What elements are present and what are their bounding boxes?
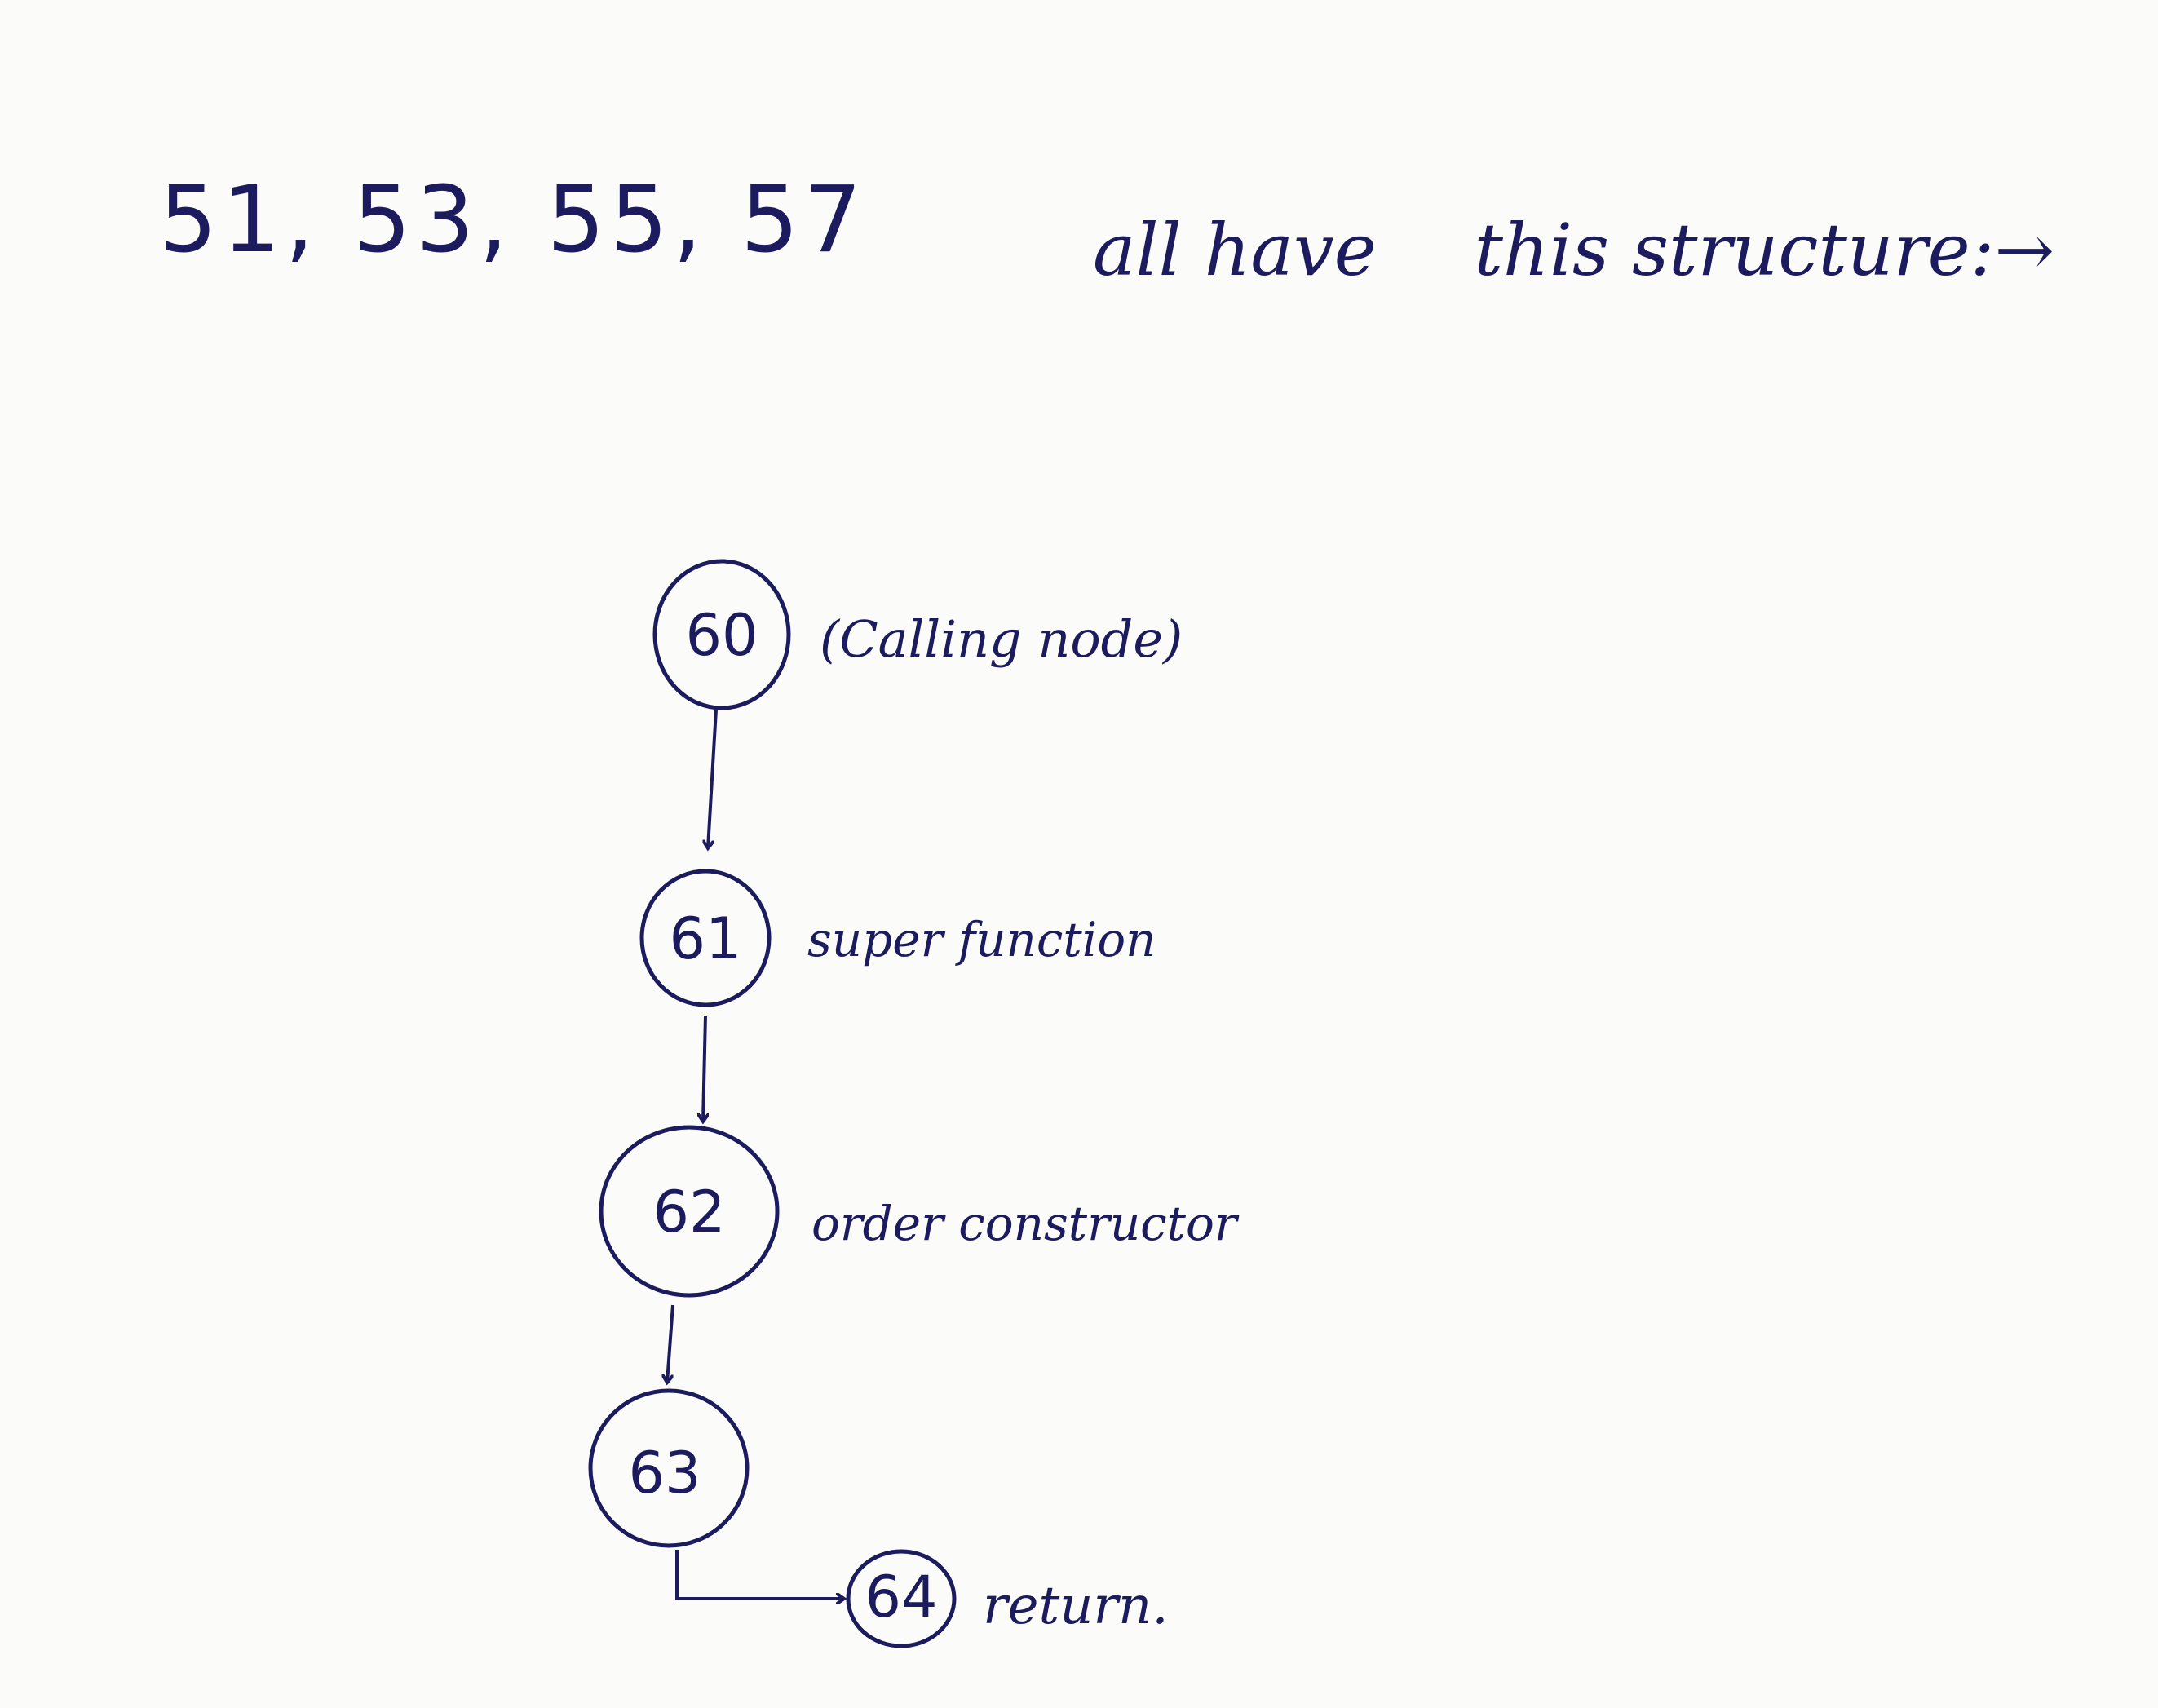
node-62: 62 order constructor: [599, 1125, 1240, 1298]
node-61-circle: [639, 869, 772, 1007]
node-62-annotation: order constructor: [811, 1196, 1240, 1251]
node-64: 64 return.: [846, 1549, 1169, 1648]
edge-60-61: [708, 709, 718, 848]
node-61-label: 61: [669, 905, 741, 972]
node-62-label: 62: [652, 1179, 725, 1246]
edge-63-64: [675, 1550, 844, 1599]
heading-arrow: →: [1994, 208, 2055, 292]
node-63: 63: [588, 1388, 750, 1548]
node-62-circle: [599, 1125, 780, 1298]
node-63-circle: [588, 1388, 750, 1548]
node-64-circle: [846, 1549, 957, 1648]
node-60: 60 (Calling node): [652, 559, 1183, 710]
node-60-annotation: (Calling node): [820, 609, 1183, 669]
edge-61-62: [703, 1015, 705, 1122]
node-64-annotation: return.: [983, 1576, 1169, 1636]
node-61-annotation: super function: [807, 912, 1156, 967]
node-64-label: 64: [865, 1564, 937, 1631]
heading-phrase-1: all have: [1093, 208, 1377, 292]
node-60-label: 60: [685, 602, 758, 669]
edge-62-63: [667, 1304, 674, 1383]
heading-phrase-2: this structure:: [1474, 208, 1995, 292]
node-60-circle: [652, 559, 791, 710]
node-63-label: 63: [628, 1440, 701, 1507]
heading-text: all have this structure:→: [1093, 208, 2054, 292]
heading-numbers: 51, 53, 55, 57: [159, 167, 867, 273]
node-61: 61 super function: [639, 869, 1156, 1007]
